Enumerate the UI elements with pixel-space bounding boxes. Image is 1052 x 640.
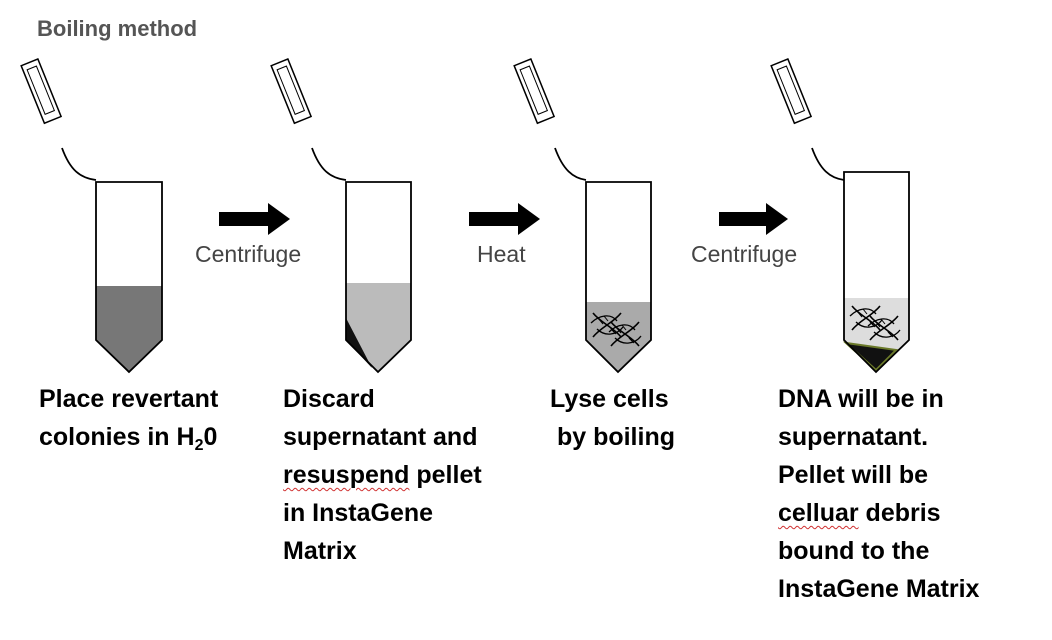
arrow-icon — [219, 203, 290, 235]
spellcheck-word: resuspend — [283, 461, 410, 489]
step-4-caption: DNA will be in supernatant. Pellet will … — [778, 380, 979, 608]
pipette-wire — [311, 147, 347, 181]
pipette-wire — [554, 147, 587, 181]
caption-text: colonies in H — [39, 423, 195, 451]
pipette-tip-icon — [20, 58, 62, 124]
pellet — [346, 318, 372, 368]
caption-line: colonies in H20 — [39, 418, 218, 456]
tube-outline — [585, 181, 652, 374]
caption-text: debris — [858, 499, 941, 527]
caption-line: resuspend pellet — [283, 456, 482, 494]
arrow-icon — [469, 203, 540, 235]
tube-2 — [270, 58, 412, 374]
caption-line: in InstaGene — [283, 499, 434, 527]
caption-line: by boiling — [550, 423, 675, 451]
tube-outline — [95, 181, 163, 374]
caption-line: Place revertant — [39, 385, 219, 413]
arrow-label-heat: Heat — [477, 241, 526, 267]
pipette-tip-icon — [270, 58, 312, 124]
caption-line: DNA will be in — [778, 385, 944, 413]
caption-line: supernatant and — [283, 423, 478, 451]
caption-line: Lyse cells — [550, 385, 669, 413]
tube-outline — [843, 171, 910, 374]
tube-1 — [20, 58, 163, 374]
caption-text: 0 — [203, 423, 218, 451]
caption-line: InstaGene Matrix — [778, 575, 980, 603]
caption-line: Discard — [283, 385, 375, 413]
tube-contents — [96, 286, 162, 372]
step-3-caption: Lyse cells by boiling — [550, 380, 675, 456]
arrow-label-centrifuge: Centrifuge — [195, 241, 302, 267]
tube-contents — [346, 283, 411, 372]
pipette-tip-icon — [770, 58, 812, 124]
caption-line: supernatant. — [778, 423, 929, 451]
tube-outline — [345, 181, 412, 374]
pipette-wire — [811, 147, 845, 181]
tube-contents — [586, 302, 651, 372]
caption-line: Matrix — [283, 537, 357, 565]
step-2-caption: Discard supernatant and resuspend pellet… — [283, 380, 482, 570]
caption-line: celluar debris — [778, 494, 979, 532]
arrow-icon — [719, 203, 788, 235]
tube-4 — [770, 58, 910, 374]
caption-line: Pellet will be — [778, 461, 929, 489]
arrow-label-centrifuge: Centrifuge — [691, 241, 798, 267]
spellcheck-word: celluar — [778, 499, 859, 527]
diagram-title: Boiling method — [37, 16, 198, 41]
caption-line: bound to the — [778, 537, 930, 565]
pipette-wire — [61, 147, 97, 181]
step-1-caption: Place revertant colonies in H20 — [39, 380, 218, 456]
tube-3 — [513, 58, 652, 374]
pipette-tip-icon — [513, 58, 555, 124]
caption-text: pellet — [409, 461, 482, 489]
subscript: 2 — [194, 437, 204, 454]
